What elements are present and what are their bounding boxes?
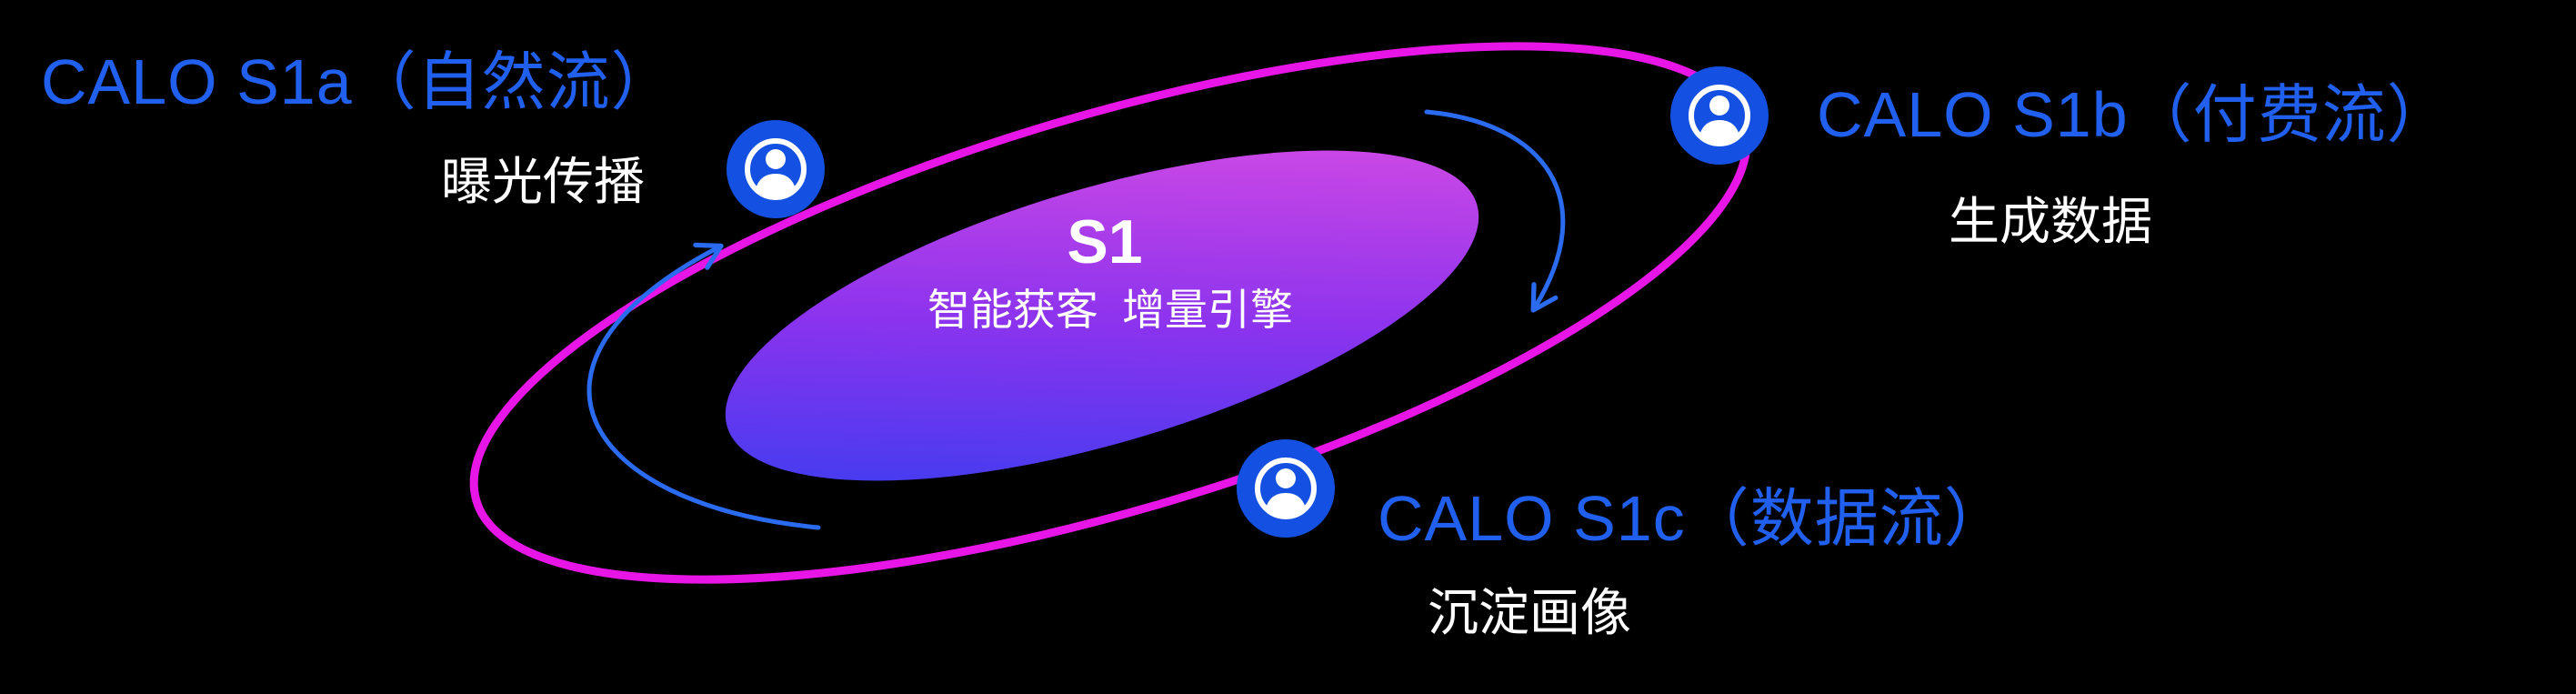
node-s1a-title: CALO S1a（自然流） [41, 46, 676, 117]
node-s1a-subtitle: 曝光传播 [441, 153, 645, 210]
node-s1b-user-icon [1670, 66, 1769, 165]
node-s1c-user-icon [1237, 439, 1335, 538]
node-s1c-title: CALO S1c（数据流） [1378, 483, 2009, 554]
node-s1c-subtitle: 沉淀画像 [1428, 584, 1631, 641]
core-ellipse [725, 150, 1479, 481]
node-s1b-title: CALO S1b（付费流） [1817, 79, 2451, 150]
arrow-down-right-icon [1424, 109, 1566, 313]
core-title: S1 [1067, 206, 1143, 277]
node-s1a-user-icon [727, 120, 825, 218]
arrow-up-left-icon [586, 242, 821, 530]
core-subtitle: 智能获客 增量引擎 [927, 285, 1294, 334]
node-s1b-subtitle: 生成数据 [1949, 193, 2152, 250]
